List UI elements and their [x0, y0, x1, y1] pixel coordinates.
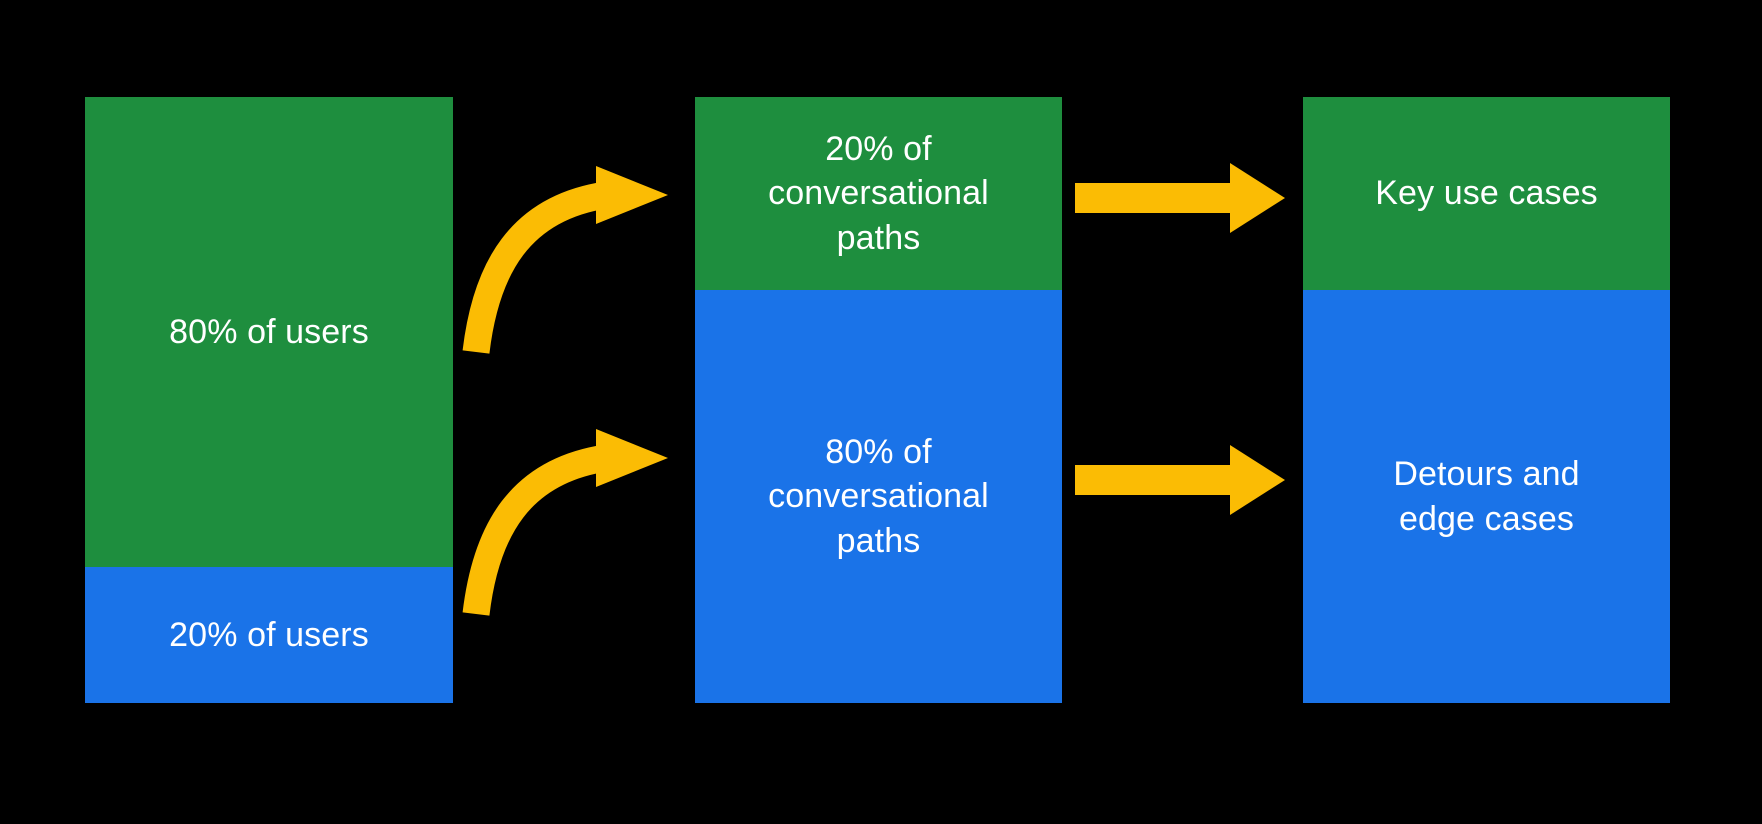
curved-arrow-bottom-icon — [462, 429, 668, 616]
outcomes-green-label: Key use cases — [1375, 174, 1598, 213]
paths-green-label: 20% of conversational paths — [768, 130, 989, 257]
outcomes-column: Key use cases Detours and edge cases — [1303, 97, 1670, 703]
outcomes-blue-label: Detours and edge cases — [1393, 455, 1580, 538]
users-green-label: 80% of users — [169, 312, 369, 351]
outcomes-green-segment: Key use cases — [1303, 97, 1670, 290]
paths-blue-segment: 80% of conversational paths — [695, 290, 1062, 703]
paths-blue-label: 80% of conversational paths — [768, 433, 989, 560]
curved-arrow-top-icon — [462, 166, 668, 354]
users-blue-segment: 20% of users — [85, 567, 453, 703]
users-column: 80% of users 20% of users — [85, 97, 453, 703]
users-blue-label: 20% of users — [169, 615, 369, 654]
outcomes-blue-segment: Detours and edge cases — [1303, 290, 1670, 703]
paths-green-segment: 20% of conversational paths — [695, 97, 1062, 290]
users-green-segment: 80% of users — [85, 97, 453, 567]
conversational-paths-column: 20% of conversational paths 80% of conve… — [695, 97, 1062, 703]
straight-arrow-top-icon — [1075, 163, 1285, 233]
straight-arrow-bottom-icon — [1075, 445, 1285, 515]
